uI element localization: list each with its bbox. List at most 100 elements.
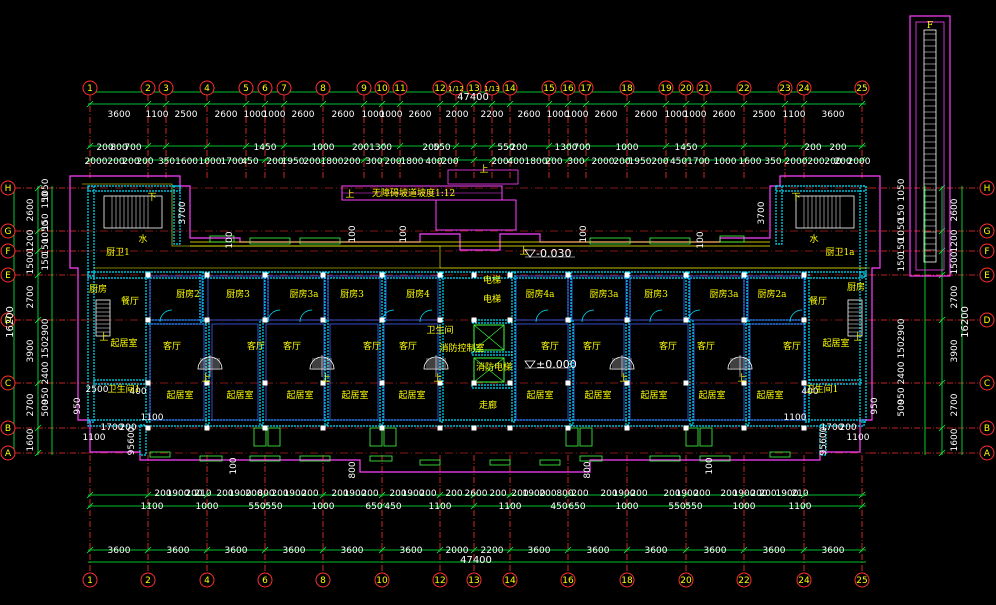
- stair-symbol: [423, 355, 449, 377]
- dimension-tick: [682, 546, 690, 554]
- dimension-tick: [800, 100, 808, 108]
- dimension-tick: [938, 379, 946, 387]
- room-label: 起居室: [110, 337, 137, 349]
- dimension-tick: [623, 546, 631, 554]
- room-label: 厨房3a: [709, 288, 739, 300]
- overall-depth-left: 16200: [5, 306, 16, 338]
- axis-bubble: 25: [854, 572, 870, 588]
- room-partition: [385, 275, 439, 321]
- dimension-tick: [800, 491, 808, 499]
- room-partition: [689, 275, 745, 321]
- wall-segment: [139, 424, 147, 456]
- dim-text: 200: [445, 489, 462, 499]
- dim-text: 1000: [714, 157, 737, 167]
- fire-elevator: [473, 357, 505, 383]
- dim-text: 2600: [26, 198, 36, 221]
- overall-depth-right: 16200: [960, 306, 971, 338]
- dim-text: 1000: [362, 110, 385, 120]
- axis-bubble-label: 19: [660, 84, 672, 94]
- dim-text: 2600: [518, 110, 541, 120]
- dim-text: 450: [550, 502, 567, 512]
- window: [299, 455, 331, 462]
- dim-text: 1950: [629, 157, 652, 167]
- dimension-tick: [34, 316, 42, 324]
- axis-bubble: A: [0, 445, 16, 461]
- wall-segment: [471, 384, 513, 389]
- dimension-tick: [740, 142, 748, 150]
- axis-bubble: 20: [678, 572, 694, 588]
- dimension-tick: [470, 142, 478, 150]
- dim-text: 1450: [254, 143, 277, 153]
- structural-column: [379, 272, 385, 278]
- room-label: 客厅: [659, 340, 677, 352]
- dim-text: 1000: [380, 110, 403, 120]
- axis-bubble: 8: [315, 80, 331, 96]
- axis-bubble-circle: [0, 267, 16, 283]
- dim-text: 700: [124, 143, 141, 153]
- axis-bubble-circle: [796, 80, 812, 96]
- dimension-tick: [682, 100, 690, 108]
- axis-bubble: 18: [619, 80, 635, 96]
- axis-bubble-label: 20: [680, 576, 692, 586]
- dimension-tick: [34, 379, 42, 387]
- entrance-canopy: [435, 199, 517, 231]
- level-low: -0.030: [536, 247, 571, 260]
- room-label: 客厅: [363, 340, 381, 352]
- wall-segment: [569, 319, 574, 426]
- dimension-tick: [360, 142, 368, 150]
- structural-column: [565, 317, 571, 323]
- axis-bubble-circle: [448, 80, 464, 96]
- dim-text: 2600: [465, 489, 488, 499]
- dim-text: 3600: [645, 546, 668, 556]
- dimension-tick: [378, 546, 386, 554]
- axis-bubble-label: 14: [504, 84, 516, 94]
- axis-bubble-label: A: [984, 449, 991, 459]
- dimension-tick: [203, 142, 211, 150]
- axis-bubble: 10: [374, 572, 390, 588]
- dimension-tick: [662, 100, 670, 108]
- dim-text: 2000: [785, 157, 808, 167]
- axis-bubble-circle: [979, 420, 995, 436]
- dim-text: 1050: [897, 218, 907, 241]
- structural-column: [683, 272, 689, 278]
- room-label: 上: [433, 373, 442, 384]
- window: [539, 459, 561, 466]
- dim-text: 200: [720, 489, 737, 499]
- dimension-tick: [623, 502, 631, 510]
- dim-text: 2200: [481, 546, 504, 556]
- dim-text: 500: [41, 399, 51, 416]
- dim-text: 1700: [821, 423, 844, 433]
- dimension-tick: [938, 449, 946, 457]
- dim-text: 3900: [950, 339, 960, 362]
- axis-bubble-circle: [0, 243, 16, 259]
- dim-text: 1500: [26, 251, 36, 274]
- dim-text: 150: [897, 204, 907, 221]
- structural-column: [507, 425, 513, 431]
- dimension-tick: [662, 142, 670, 150]
- axis-bubble-label: 24: [798, 576, 810, 586]
- stair-arc: [309, 356, 335, 370]
- axis-bubble: 16: [560, 80, 576, 96]
- axis-bubble-label: 4: [204, 576, 210, 586]
- dimension-tick: [203, 491, 211, 499]
- room-partition: [383, 323, 439, 421]
- dimension-tick: [162, 142, 170, 150]
- structural-column: [683, 425, 689, 431]
- dim-text: 210: [194, 489, 211, 499]
- dim-text: 200: [266, 157, 283, 167]
- dimension-tick: [800, 546, 808, 554]
- axis-bubble-circle: [678, 80, 694, 96]
- axis-bubble: 14: [502, 572, 518, 588]
- dim-text: 3600: [108, 546, 131, 556]
- structural-column: [320, 272, 326, 278]
- room-label: 上: [99, 332, 108, 343]
- axis-bubble-circle: [502, 80, 518, 96]
- dim-text: 200: [389, 489, 406, 499]
- axis-bubble-circle: [199, 80, 215, 96]
- dim-text: 950: [73, 397, 83, 414]
- balcony-rail: [383, 427, 397, 447]
- dim-text: 2200: [481, 110, 504, 120]
- axis-bubble-label: H: [5, 184, 12, 194]
- door-swing: [789, 309, 803, 323]
- axis-bubble-circle: [276, 80, 292, 96]
